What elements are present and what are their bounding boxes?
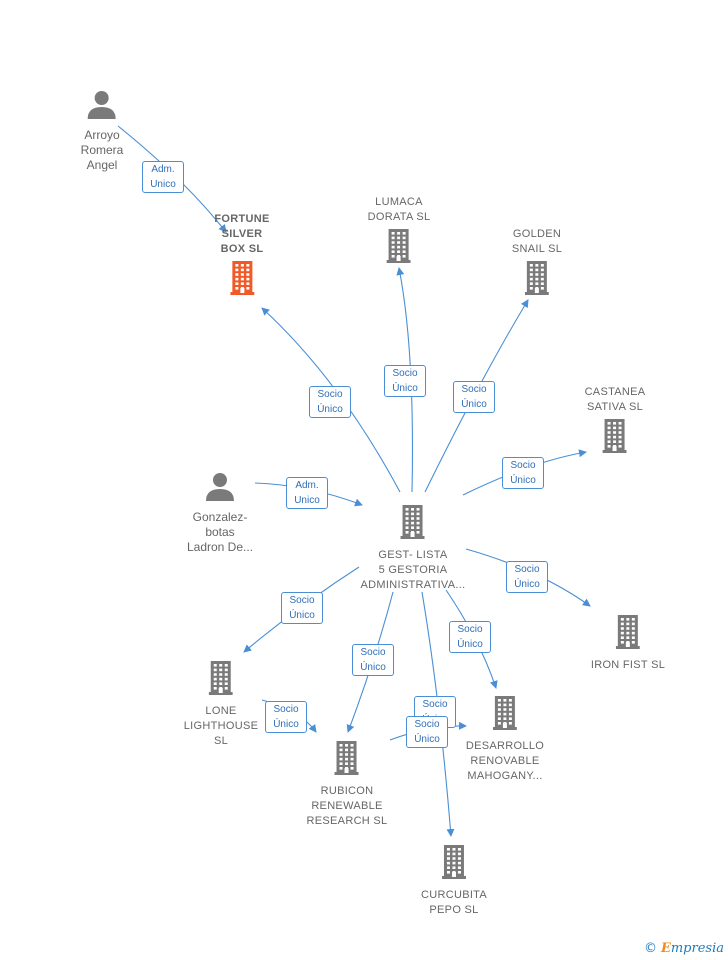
node-label-castanea[interactable]: CASTANEA SATIVA SL	[584, 386, 646, 413]
building-icon[interactable]	[229, 261, 254, 300]
node-label-ironfist[interactable]: IRON FIST SL	[590, 659, 666, 671]
building-icon[interactable]	[387, 229, 411, 268]
edge-label-gest-to-fortune[interactable]: Socio Único	[309, 386, 351, 418]
brand-name: mpresia	[670, 941, 724, 956]
node-label-golden[interactable]: GOLDEN SNAIL SL	[511, 228, 563, 255]
node-gest[interactable]: GEST- LISTA 5 GESTORIA ADMINISTRATIVA...	[361, 505, 466, 593]
building-icon[interactable]	[208, 661, 233, 700]
node-label-lone[interactable]: LONE LIGHTHOUSE SL	[183, 705, 259, 747]
node-lone[interactable]: LONE LIGHTHOUSE SL	[184, 661, 259, 749]
node-label-curcubita[interactable]: CURCUBITA PEPO SL	[420, 889, 488, 916]
edge-label-gonzalez-to-gest[interactable]: Adm. Unico	[286, 477, 328, 509]
node-label-rubicon[interactable]: RUBICON RENEWABLE RESEARCH SL	[306, 785, 388, 827]
person-icon[interactable]	[87, 89, 117, 124]
node-castanea[interactable]: CASTANEA SATIVA SL	[585, 385, 646, 458]
node-label-gonzalez[interactable]: Gonzalez- botas Ladron De...	[186, 510, 254, 554]
edge-label-arroyo-to-fortune[interactable]: Adm. Unico	[142, 161, 184, 193]
node-label-lumaca[interactable]: LUMACA DORATA SL	[367, 196, 431, 223]
edge-label-gest-to-rubicon[interactable]: Socio Único	[352, 644, 394, 676]
edge-label-gest-to-lumaca[interactable]: Socio Único	[384, 365, 426, 397]
node-arroyo[interactable]: Arroyo Romera Angel	[80, 89, 124, 173]
copyright-symbol: ©	[643, 941, 657, 956]
edge-label-gest-to-castanea[interactable]: Socio Único	[502, 457, 544, 489]
person-icon[interactable]	[205, 471, 235, 506]
building-icon[interactable]	[400, 505, 425, 544]
edge-label-gest-to-lone[interactable]: Socio Único	[281, 592, 323, 624]
edge-label-gest-to-desarrollo[interactable]: Socio Único	[449, 621, 491, 653]
node-fortune[interactable]: FORTUNE SILVER BOX SL	[214, 212, 269, 300]
node-rubicon[interactable]: RUBICON RENEWABLE RESEARCH SL	[307, 741, 388, 829]
node-curcubita[interactable]: CURCUBITA PEPO SL	[421, 845, 487, 918]
node-lumaca[interactable]: LUMACA DORATA SL	[368, 195, 431, 268]
empresia-credit[interactable]: ©Empresia	[644, 941, 724, 956]
building-icon[interactable]	[603, 419, 627, 458]
edge-label-lone-to-rubicon[interactable]: Socio Único	[265, 701, 307, 733]
node-label-desarrollo[interactable]: DESARROLLO RENOVABLE MAHOGANY...	[465, 740, 545, 782]
edge-label-rubicon-to-desarrollo[interactable]: Socio Único	[406, 716, 448, 748]
node-desarrollo[interactable]: DESARROLLO RENOVABLE MAHOGANY...	[466, 696, 544, 784]
node-ironfist[interactable]: IRON FIST SL	[591, 615, 665, 673]
node-label-fortune[interactable]: FORTUNE SILVER BOX SL	[214, 213, 270, 255]
building-icon[interactable]	[335, 741, 359, 780]
node-golden[interactable]: GOLDEN SNAIL SL	[512, 227, 562, 300]
building-icon[interactable]	[616, 615, 640, 654]
edge-label-gest-to-ironfist[interactable]: Socio Único	[506, 561, 548, 593]
node-label-arroyo[interactable]: Arroyo Romera Angel	[80, 128, 124, 172]
brand-initial: E	[660, 941, 671, 956]
building-icon[interactable]	[492, 696, 517, 735]
edge-label-gest-to-golden[interactable]: Socio Único	[453, 381, 495, 413]
building-icon[interactable]	[524, 261, 549, 300]
building-icon[interactable]	[442, 845, 466, 884]
node-label-gest[interactable]: GEST- LISTA 5 GESTORIA ADMINISTRATIVA...	[360, 549, 466, 591]
node-gonzalez[interactable]: Gonzalez- botas Ladron De...	[187, 471, 253, 555]
